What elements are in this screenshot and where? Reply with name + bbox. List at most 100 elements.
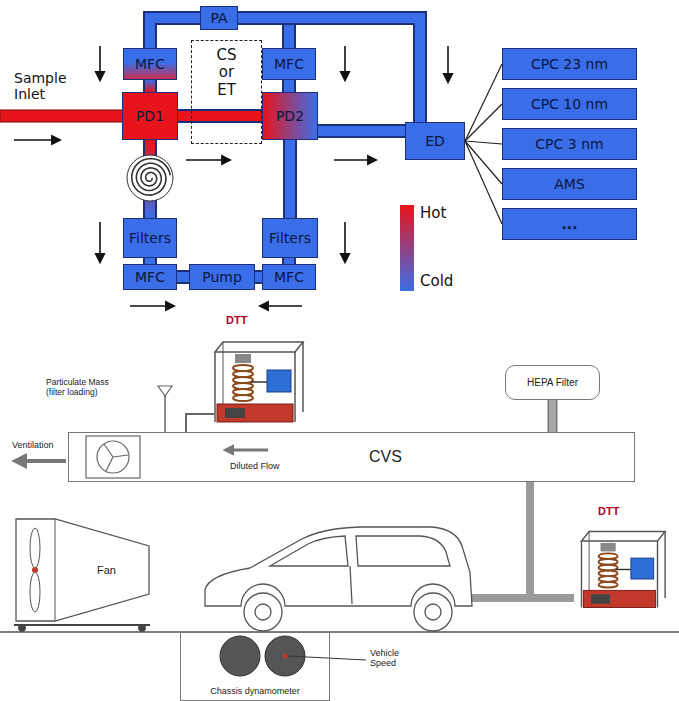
dtt-instrument	[215, 342, 303, 422]
node-text: Chassis dynamometer	[210, 686, 300, 696]
instrument-box: CPC 23 nm	[502, 48, 637, 80]
pipe-fill	[285, 140, 295, 218]
filter-box: Filters	[262, 218, 318, 258]
flow-controller: MFC	[262, 48, 316, 80]
connector-line	[465, 141, 502, 224]
node-text: Filters	[269, 230, 311, 246]
fan-shape	[15, 518, 150, 622]
leader-line	[288, 656, 366, 660]
pipe-fill	[145, 80, 155, 92]
sampling-label: Particulate Mass (filter loading)	[46, 378, 130, 398]
connector-line	[465, 141, 502, 144]
connector-line	[465, 64, 502, 141]
speed-label: Vehicle Speed	[370, 648, 399, 669]
connector-line	[465, 104, 502, 141]
coil-spiral	[132, 159, 171, 196]
node-text: MFC	[135, 269, 165, 285]
ground-line	[0, 631, 679, 633]
flow-controller: MFC	[123, 48, 177, 80]
pipe-fill	[255, 272, 262, 282]
pipe-outline	[150, 18, 200, 48]
pipe-fill	[284, 80, 294, 92]
fan-dolly	[14, 625, 150, 632]
node-text: ED	[425, 133, 445, 149]
pipe-fill	[549, 400, 556, 432]
sample-line	[186, 414, 214, 432]
connector-line	[465, 64, 502, 141]
node-text: PD2	[276, 108, 304, 124]
pipe-connector	[290, 140, 291, 218]
legend-text: Hot	[420, 204, 446, 222]
legend-text: Cold	[420, 272, 453, 290]
inlet-label: Sample Inlet	[14, 70, 67, 102]
diluter-box: PD2	[262, 92, 318, 140]
node-text: CS or ET	[217, 47, 237, 99]
dashed-region: CS or ET	[191, 40, 262, 144]
node-text: CPC 10 nm	[531, 96, 608, 112]
legend-swatch	[400, 205, 414, 248]
inlet-pipe	[0, 110, 123, 122]
fan-blade	[30, 528, 40, 568]
analyzer-box: PA	[200, 6, 238, 30]
instrument-box: CPC 3 nm	[502, 128, 637, 160]
pipe-connector	[177, 277, 189, 278]
filter-box: Filters	[123, 218, 177, 258]
fan-housing	[16, 519, 149, 621]
exhaust-pipe	[470, 482, 574, 598]
pipe-outline	[255, 270, 262, 284]
connector-line	[465, 141, 502, 144]
diluter-box: PD1	[122, 92, 178, 140]
node-text: ...	[562, 216, 578, 232]
cvs-tunnel: CVS	[68, 432, 635, 482]
instrument-box: ...	[502, 208, 637, 240]
pipe-connector	[150, 80, 151, 92]
ventilation-arrow	[16, 459, 66, 463]
connector-line	[465, 141, 502, 184]
fan: Fan	[15, 518, 150, 622]
fan-blade	[30, 572, 40, 612]
node-text: Fan	[97, 564, 116, 577]
pipe-outline	[177, 270, 189, 284]
cvs-fan	[86, 436, 140, 478]
diluter-box: ED	[405, 122, 465, 160]
legend-swatch	[400, 248, 414, 291]
hepa-filter: HEPA Filter	[505, 365, 600, 400]
pipe-connector	[552, 400, 553, 432]
pipe-outline	[143, 80, 157, 92]
pipe-connector	[289, 80, 290, 92]
node-text: MFC	[274, 269, 304, 285]
node-text: CPC 3 nm	[535, 136, 603, 152]
chassis-dynamometer: Chassis dynamometer	[180, 632, 330, 701]
pipe-outline	[548, 400, 558, 432]
connector-line	[465, 141, 502, 224]
node-text: PA	[210, 10, 227, 26]
node-text: CVS	[369, 448, 402, 466]
node-text: Filters	[129, 230, 171, 246]
flow-arrows	[14, 46, 448, 306]
node-text: HEPA Filter	[527, 377, 578, 389]
fan-hub	[32, 567, 38, 573]
node-text: AMS	[554, 176, 585, 192]
flow-label: Diluted Flow	[230, 461, 280, 471]
instrument-box: CPC 10 nm	[502, 88, 637, 120]
pipe-fill	[150, 18, 200, 48]
cooling-coil	[127, 155, 173, 201]
node-text: MFC	[274, 56, 304, 72]
fan-housing	[55, 519, 56, 621]
instrument-label: DTT	[226, 314, 247, 327]
pipe-outline	[283, 140, 297, 218]
pipe-fill	[177, 272, 189, 282]
flow-controller: MFC	[262, 264, 316, 290]
flow-controller: MFC	[123, 264, 177, 290]
flow-arrow	[226, 449, 268, 452]
dtt-instrument	[582, 532, 666, 608]
instrument-label: DTT	[598, 505, 619, 518]
pipe-outline	[282, 80, 296, 92]
pipe-connector	[150, 18, 200, 48]
connector-line	[465, 104, 502, 141]
node-text: MFC	[135, 56, 165, 72]
pipe-connector	[318, 131, 405, 132]
node-text: PD1	[136, 108, 164, 124]
pipe-fill	[318, 126, 405, 136]
